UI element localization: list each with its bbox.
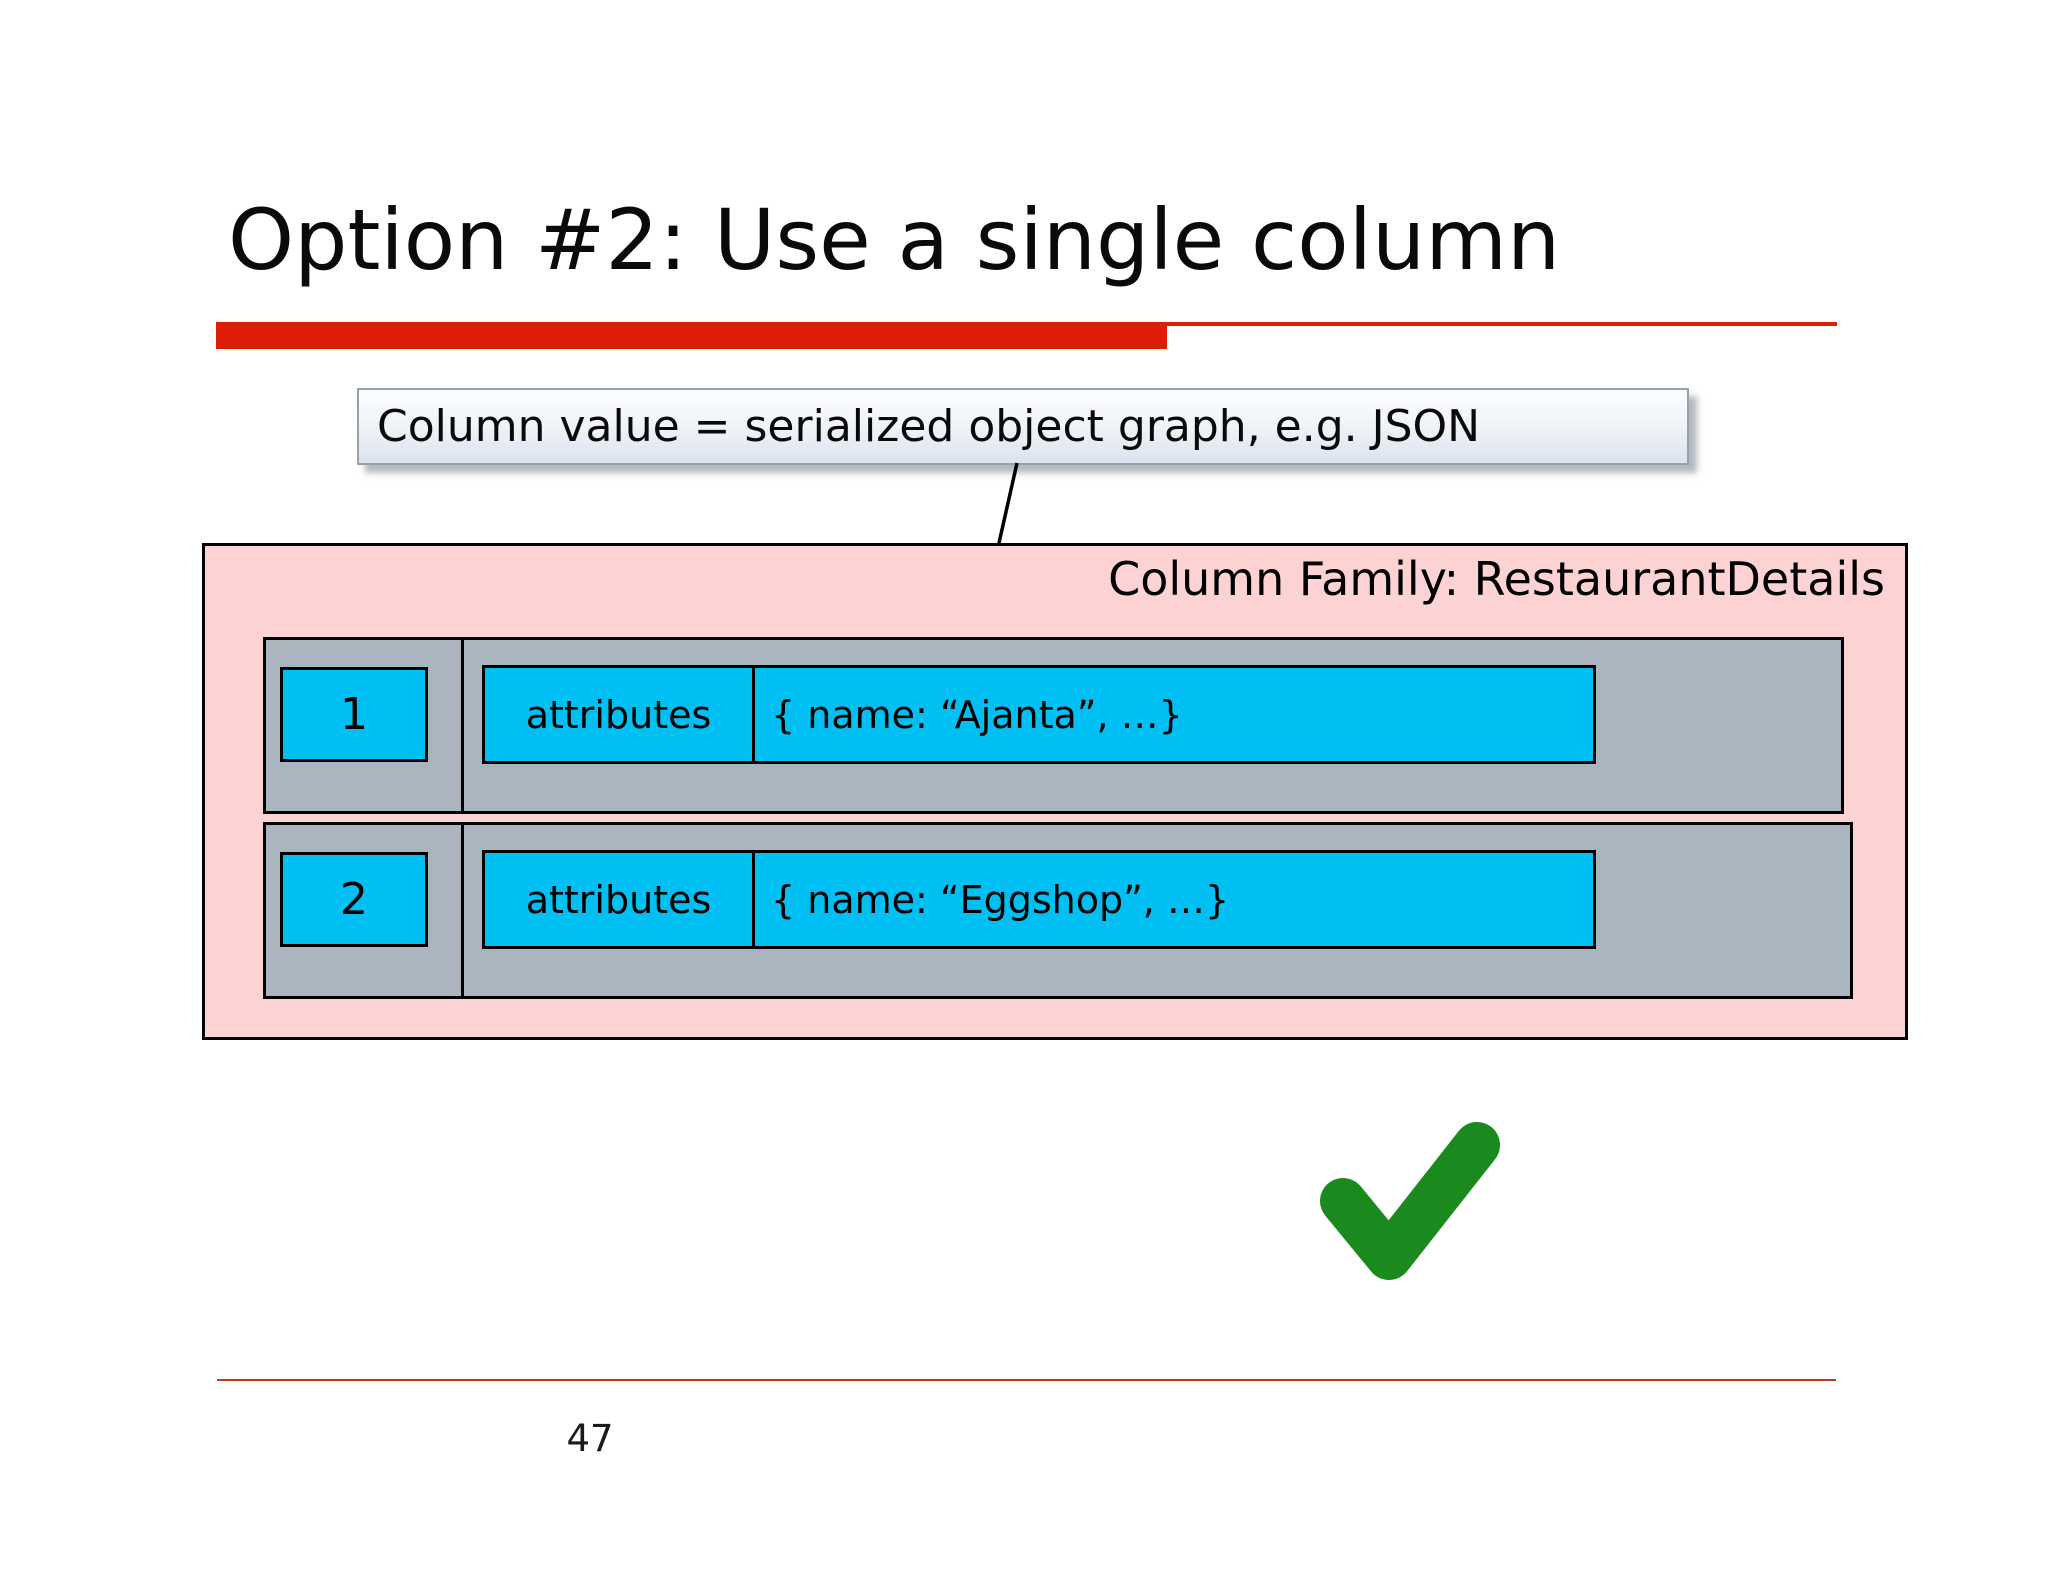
callout-text: Column value = serialized object graph, … — [377, 401, 1481, 452]
callout-box: Column value = serialized object graph, … — [357, 388, 1689, 465]
footer-divider-line — [217, 1379, 1836, 1381]
column-name-cell: attributes — [482, 665, 755, 764]
table-row: 2 attributes { name: “Eggshop”, …} — [263, 822, 1853, 999]
column-family-label: Column Family: RestaurantDetails — [1108, 552, 1885, 606]
title-underline-bar — [216, 322, 1167, 349]
row-divider-line — [461, 640, 464, 813]
column-value-cell: { name: “Ajanta”, …} — [752, 665, 1596, 764]
row-key-value: 2 — [340, 874, 368, 925]
column-name-text: attributes — [525, 692, 712, 737]
table-row: 1 attributes { name: “Ajanta”, …} — [263, 637, 1844, 814]
page-number: 47 — [566, 1417, 614, 1460]
column-value-cell: { name: “Eggshop”, …} — [752, 850, 1596, 949]
row-key-cell: 1 — [280, 667, 428, 762]
column-value-text: { name: “Eggshop”, …} — [771, 877, 1230, 922]
slide-title: Option #2: Use a single column — [228, 191, 1561, 289]
row-divider-line — [461, 825, 464, 998]
row-key-cell: 2 — [280, 852, 428, 947]
column-name-text: attributes — [525, 877, 712, 922]
row-key-value: 1 — [340, 689, 368, 740]
column-value-text: { name: “Ajanta”, …} — [771, 692, 1183, 737]
column-family-box: Column Family: RestaurantDetails 1 attri… — [202, 543, 1908, 1040]
title-underline-thin-line — [1167, 322, 1837, 326]
column-name-cell: attributes — [482, 850, 755, 949]
